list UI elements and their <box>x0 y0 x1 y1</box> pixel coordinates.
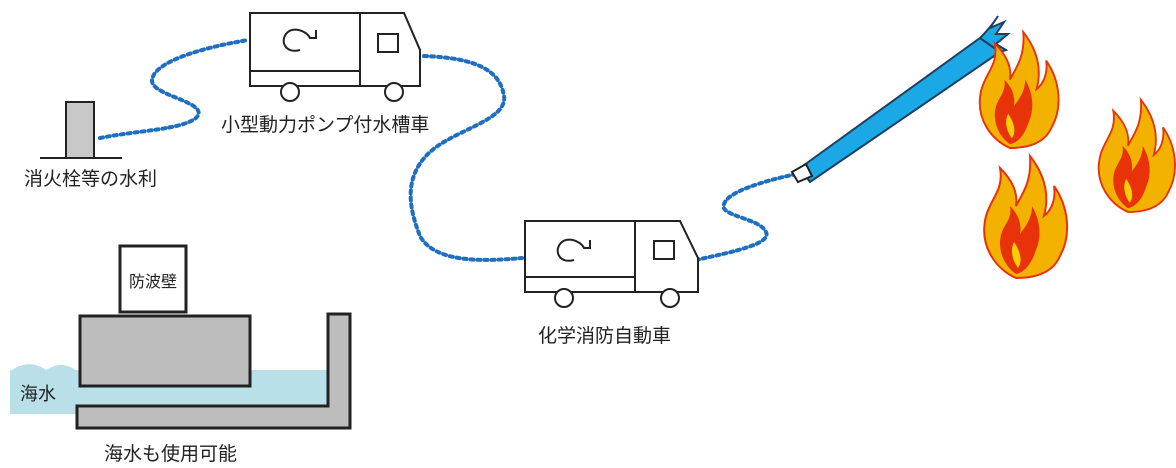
hose-pump-to-chem <box>408 54 524 262</box>
hose-chem-to-nozzle <box>694 172 798 262</box>
water-jet <box>790 15 1011 184</box>
seawall-label: 防波壁 <box>129 272 177 291</box>
seawater-label: 海水 <box>20 384 56 405</box>
pump-icon <box>282 28 317 52</box>
chemical-truck-label: 化学消防自動車 <box>538 325 671 347</box>
seawater-usable-label: 海水も使用可能 <box>104 443 237 465</box>
fire-icon <box>1097 98 1176 213</box>
fire-icon <box>983 155 1069 279</box>
hose-hydrant-to-pump <box>98 38 250 140</box>
pump-icon <box>556 238 591 262</box>
chemical-fire-truck <box>524 220 699 308</box>
hydrant <box>40 101 122 159</box>
pump-truck-label: 小型動力ポンプ付水槽車 <box>221 114 429 136</box>
pump-truck <box>249 12 421 102</box>
seawall-structure <box>10 244 352 430</box>
hydrant-label: 消火栓等の水利 <box>24 168 157 190</box>
